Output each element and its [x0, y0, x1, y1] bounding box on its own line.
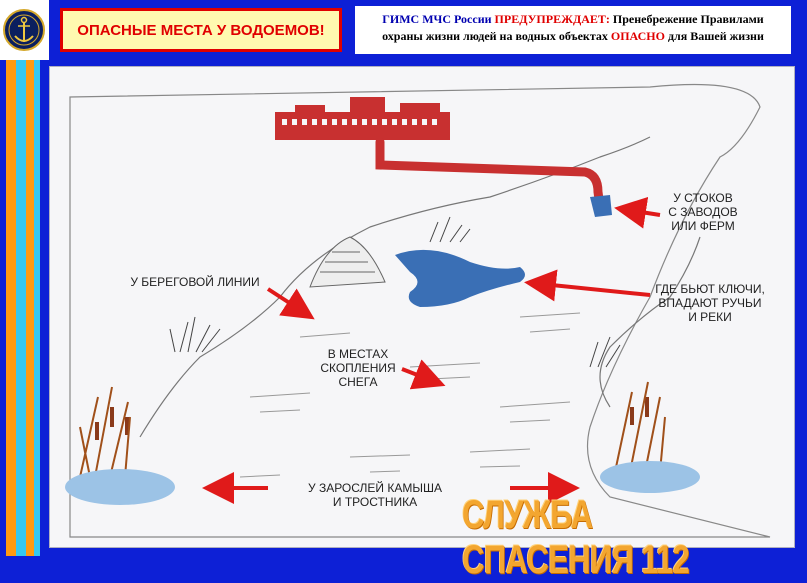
label-snow: В МЕСТАХ СКОПЛЕНИЯ СНЕГА — [308, 347, 408, 389]
decor-stripe-orange — [6, 60, 16, 556]
label-reeds: У ЗАРОСЛЕЙ КАМЫША И ТРОСТНИКА — [300, 481, 450, 509]
label-line: У ЗАРОСЛЕЙ КАМЫША — [307, 481, 442, 495]
waterbody-illustration — [65, 83, 771, 538]
snow-pile — [309, 236, 386, 288]
arrow-shore — [266, 287, 315, 320]
label-line: В МЕСТАХ — [327, 347, 389, 361]
label-line: С ЗАВОДОВ — [668, 205, 738, 219]
reeds-right-icon — [600, 381, 700, 493]
drain-water — [590, 195, 612, 217]
bush-icon — [169, 216, 621, 368]
ice-edge — [599, 236, 701, 408]
reeds-left-icon — [65, 386, 175, 505]
warning-banner: ГИМС МЧС России ПРЕДУПРЕЖДАЕТ: Пренебреж… — [355, 6, 791, 54]
label-line: ИЛИ ФЕРМ — [671, 219, 735, 233]
drain-pipe — [375, 137, 605, 212]
arrow-snow — [401, 359, 446, 390]
warning-text-2: охраны жизни людей на водных объектах — [382, 29, 608, 43]
label-line: СНЕГА — [338, 375, 378, 389]
label-drains: У СТОКОВ С ЗАВОДОВ ИЛИ ФЕРМ — [653, 191, 753, 233]
label-line: СКОПЛЕНИЯ — [320, 361, 396, 375]
arrow-drains — [614, 196, 661, 229]
decor-stripe-orange — [26, 60, 34, 556]
label-springs: ГДЕ БЬЮТ КЛЮЧИ, ВПАДАЮТ РУЧЬИ И РЕКИ — [650, 282, 770, 324]
rescue-service-watermark: СЛУЖБА СПАСЕНИЯ 112 — [462, 493, 690, 582]
gims-emblem — [0, 0, 49, 60]
decor-stripe-cyan — [16, 60, 26, 556]
decor-stripe-cyan — [34, 60, 40, 556]
label-line: ГДЕ БЬЮТ КЛЮЧИ, — [655, 282, 765, 296]
label-line: У СТОКОВ — [673, 191, 733, 205]
warning-org: ГИМС МЧС России — [382, 12, 492, 26]
illustration-panel: У СТОКОВ С ЗАВОДОВ ИЛИ ФЕРМ ГДЕ БЬЮТ КЛЮ… — [49, 66, 795, 548]
warning-text-1: Пренебрежение Правилами — [612, 12, 764, 26]
ice-texture — [239, 312, 581, 478]
anchor-emblem-icon — [3, 9, 45, 51]
label-line: И ТРОСТНИКА — [332, 495, 418, 509]
factory-icon — [275, 97, 450, 140]
warning-verb: ПРЕДУПРЕЖДАЕТ: — [494, 12, 610, 26]
label-line: У БЕРЕГОВОЙ ЛИНИИ — [130, 275, 260, 289]
title-banner: ОПАСНЫЕ МЕСТА У ВОДОЕМОВ! — [60, 8, 342, 52]
warning-arrows — [202, 196, 661, 504]
label-shore: У БЕРЕГОВОЙ ЛИНИИ — [125, 275, 265, 289]
warning-text-3: для Вашей жизни — [667, 29, 764, 43]
label-line: И РЕКИ — [688, 310, 732, 324]
page-title: ОПАСНЫЕ МЕСТА У ВОДОЕМОВ! — [77, 21, 325, 39]
warning-danger: ОПАСНО — [610, 29, 665, 43]
water-hole — [395, 249, 525, 307]
label-line: ВПАДАЮТ РУЧЬИ — [658, 296, 762, 310]
ice-edge — [139, 136, 651, 438]
arrow-springs — [524, 269, 651, 302]
shore-outline — [69, 83, 771, 538]
